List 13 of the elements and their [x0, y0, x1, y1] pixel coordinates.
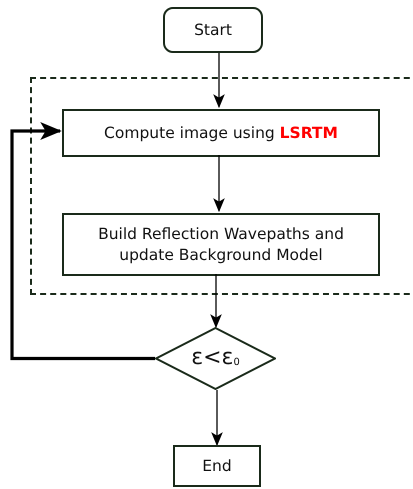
arrow [210, 274, 222, 328]
arrow [213, 53, 225, 108]
box-text: End [202, 456, 232, 476]
box-text: Build Reflection Wavepaths and update Background Model [97, 224, 345, 265]
arrow [10, 122, 155, 360]
process-box [62, 109, 380, 157]
box-text: Start [194, 20, 232, 40]
box-text: Compute image using LSRTM [104, 122, 338, 144]
arrow [213, 155, 225, 212]
process-box [62, 213, 380, 276]
arrow [211, 390, 223, 446]
process-box [173, 445, 261, 487]
start-end-box [163, 7, 263, 53]
